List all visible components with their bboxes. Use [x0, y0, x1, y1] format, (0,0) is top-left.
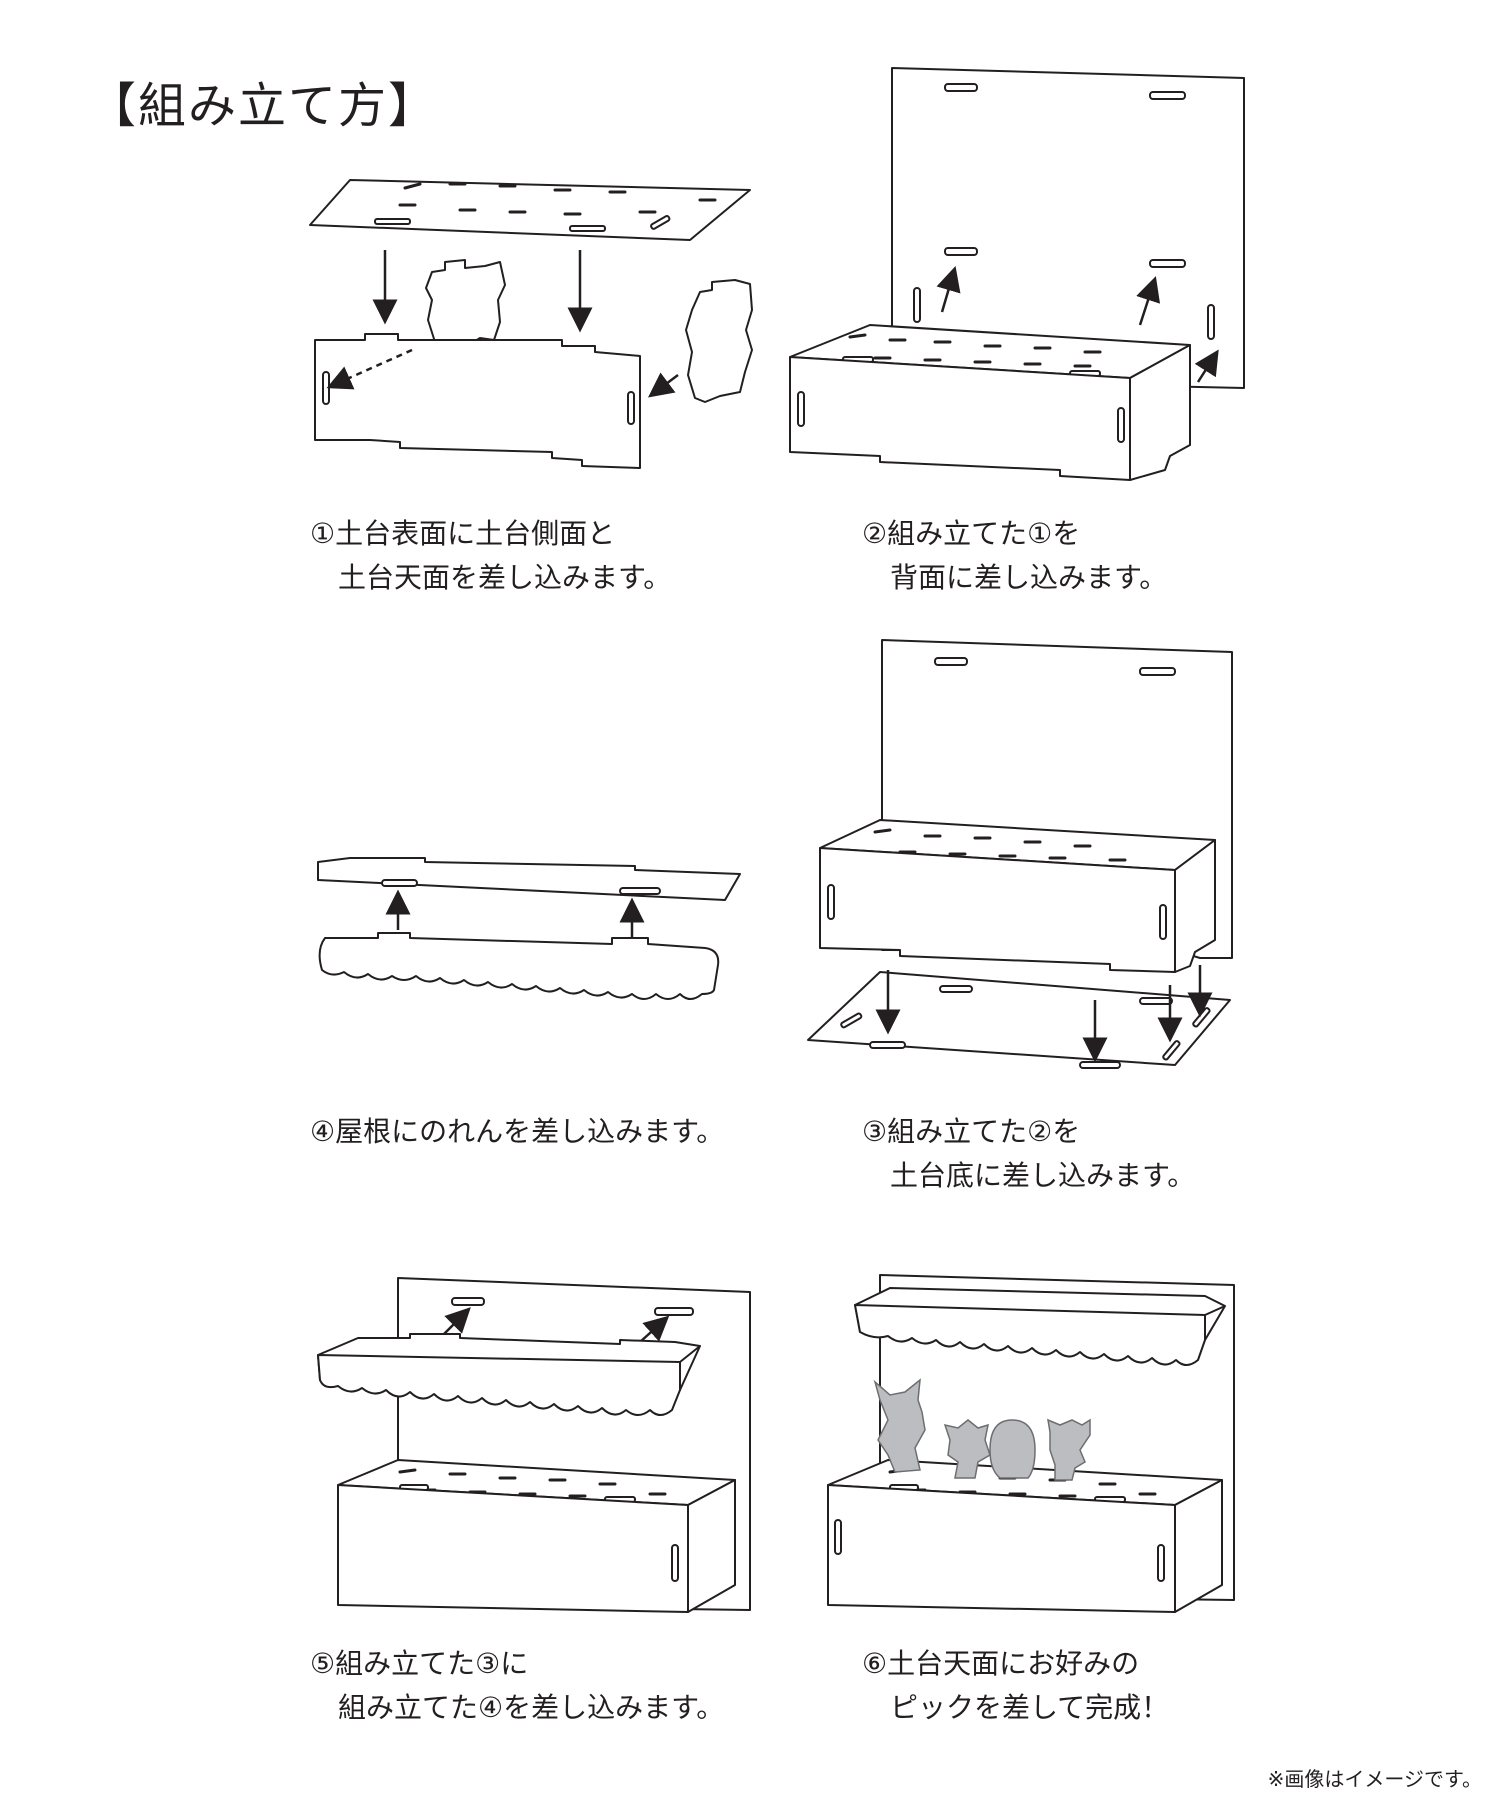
step-5-illustration — [317, 1277, 751, 1613]
step-1-illustration — [309, 179, 753, 469]
step-2-caption: ②組み立てた①を 背面に差し込みます。 — [862, 517, 1168, 594]
step-2-illustration — [789, 67, 1245, 481]
step-3-caption: ③組み立てた②を 土台底に差し込みます。 — [862, 1115, 1196, 1192]
step-4-illustration — [317, 857, 741, 1000]
step-1-caption: ①土台表面に土台側面と 土台天面を差し込みます。 — [310, 517, 672, 594]
step-3-illustration — [807, 639, 1233, 1069]
page-title: 【組み立て方】 — [88, 78, 439, 134]
step-6-illustration — [827, 1274, 1235, 1613]
step-4-caption: ④屋根にのれんを差し込みます。 — [310, 1115, 725, 1148]
pick-figures — [873, 1378, 1091, 1481]
image-note: ※画像はイメージです。 — [1267, 1767, 1482, 1791]
step-6-caption: ⑥土台天面にお好みの ピックを差して完成！ — [862, 1647, 1170, 1724]
step-5-caption: ⑤組み立てた③に 組み立てた④を差し込みます。 — [310, 1647, 725, 1724]
